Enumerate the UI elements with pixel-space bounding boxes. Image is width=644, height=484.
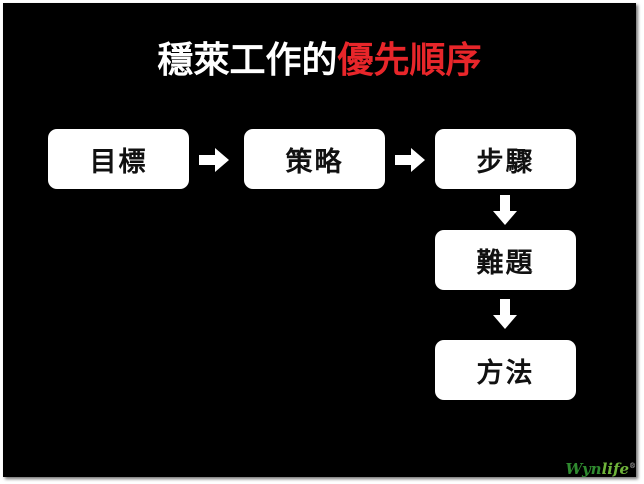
node-problems: 難題 <box>435 230 576 290</box>
arrow-right-icon <box>199 148 229 172</box>
node-steps: 步驟 <box>435 129 576 189</box>
node-methods-label: 方法 <box>476 357 535 389</box>
watermark-brand-accent: life <box>601 460 629 478</box>
watermark-logo: Wynlife® <box>565 460 636 478</box>
node-methods: 方法 <box>435 340 576 400</box>
slide: 穩萊工作的優先順序 目標 策略 步驟 難題 方法 <box>3 3 636 477</box>
arrow-right-icon <box>395 148 425 172</box>
node-goal-label: 目標 <box>89 146 148 178</box>
node-steps-label: 步驟 <box>476 146 535 178</box>
node-problems-label: 難題 <box>476 247 535 279</box>
watermark-brand: Wyn <box>565 460 602 478</box>
node-goal: 目標 <box>48 129 189 189</box>
arrow-down-icon <box>493 299 517 329</box>
node-strategy-label: 策略 <box>285 146 344 178</box>
node-strategy: 策略 <box>244 129 385 189</box>
arrow-down-icon <box>493 195 517 225</box>
watermark-mark: ® <box>629 461 636 470</box>
slide-title: 穩萊工作的優先順序 <box>3 37 636 85</box>
title-accent: 優先順序 <box>337 40 482 81</box>
title-main: 穩萊工作的 <box>157 40 338 81</box>
